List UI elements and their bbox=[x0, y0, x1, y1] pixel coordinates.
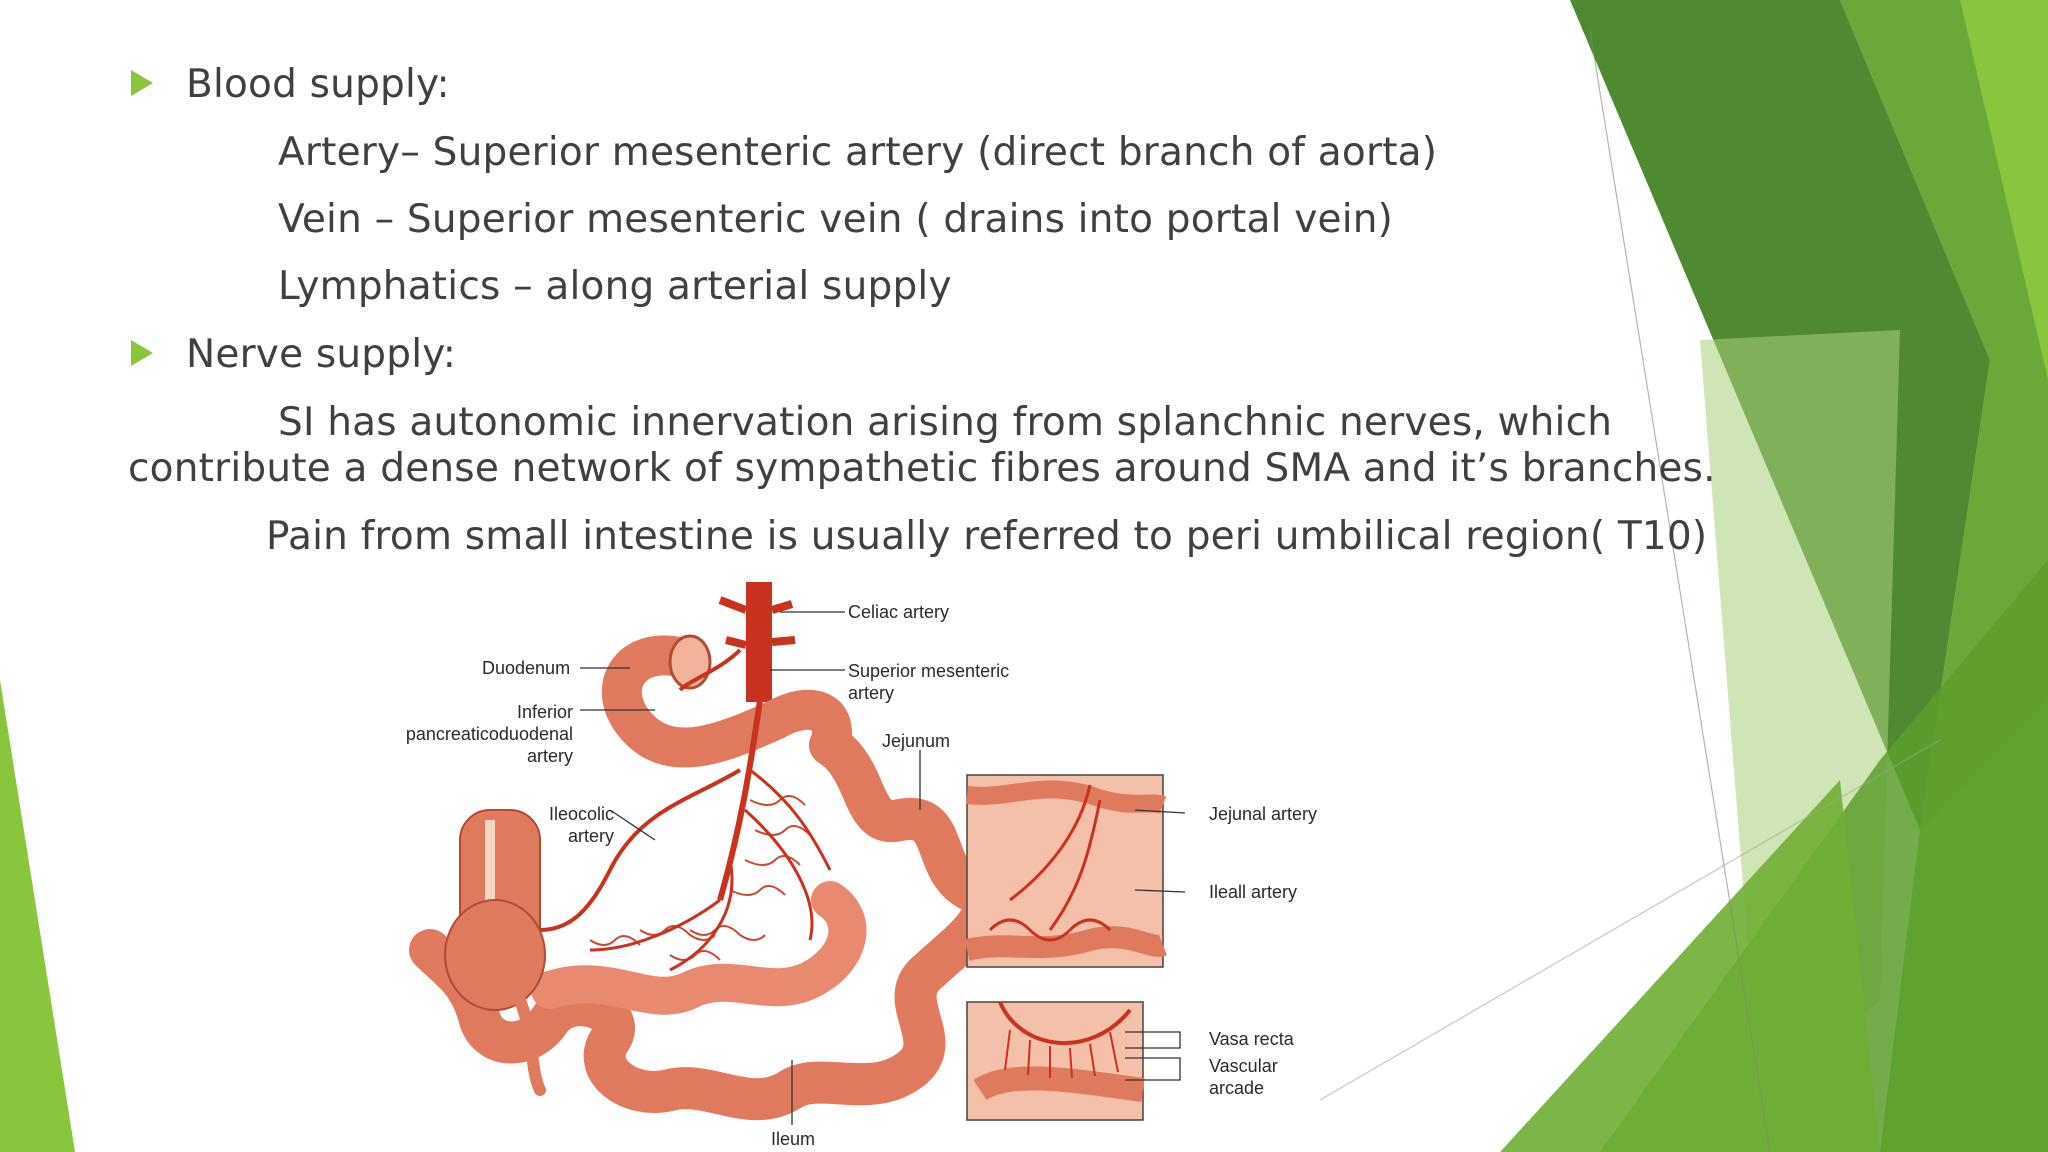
label-ileocolic-line-1: Ileocolic bbox=[548, 804, 614, 824]
pain-line: Pain from small intestine is usually ref… bbox=[266, 514, 1708, 559]
label-celiac-artery: Celiac artery bbox=[848, 602, 950, 622]
small-intestine-blood-supply-figure: Celiac artery Superior mesenteric artery… bbox=[390, 570, 1360, 1152]
label-ipd-line-3: artery bbox=[526, 746, 573, 766]
bullet-arrow-icon bbox=[131, 340, 153, 366]
blood-supply-heading: Blood supply: bbox=[186, 62, 450, 107]
bullet-arrow-icon bbox=[131, 70, 153, 96]
label-jejunal-artery: Jejunal artery bbox=[1209, 804, 1318, 824]
label-vasa-recta: Vasa recta bbox=[1209, 1029, 1294, 1049]
label-jejunum: Jejunum bbox=[882, 731, 951, 751]
label-arcade-line-1: Vascular bbox=[1209, 1056, 1278, 1076]
label-duodenum: Duodenum bbox=[482, 658, 571, 678]
inset-jejunal-ileal bbox=[964, 774, 1186, 968]
label-ipd-line-2: pancreaticoduodenal bbox=[405, 724, 573, 744]
inset-vasa-recta bbox=[966, 1001, 1181, 1121]
slide-text: Blood supply: Artery– Superior mesenteri… bbox=[0, 0, 1716, 580]
intestine-illustration bbox=[409, 582, 1186, 1125]
label-ipd-line-1: Inferior bbox=[516, 702, 573, 722]
label-ileum: Ileum bbox=[771, 1129, 816, 1149]
label-ileal-artery: Ileall artery bbox=[1209, 882, 1298, 902]
nerve-supply-heading: Nerve supply: bbox=[186, 332, 457, 377]
artery-line: Artery– Superior mesenteric artery (dire… bbox=[278, 130, 1438, 175]
nerve-line-2: contribute a dense network of sympatheti… bbox=[128, 446, 1716, 491]
aorta bbox=[746, 582, 772, 702]
label-sma-line-2: artery bbox=[848, 683, 895, 703]
label-sma-line-1: Superior mesenteric bbox=[848, 661, 1010, 681]
label-ileocolic-line-2: artery bbox=[567, 826, 614, 846]
vein-line: Vein – Superior mesenteric vein ( drains… bbox=[278, 197, 1394, 242]
nerve-line-1: SI has autonomic innervation arising fro… bbox=[278, 400, 1613, 445]
label-arcade-line-2: arcade bbox=[1209, 1078, 1265, 1098]
lymphatics-line: Lymphatics – along arterial supply bbox=[278, 264, 952, 309]
